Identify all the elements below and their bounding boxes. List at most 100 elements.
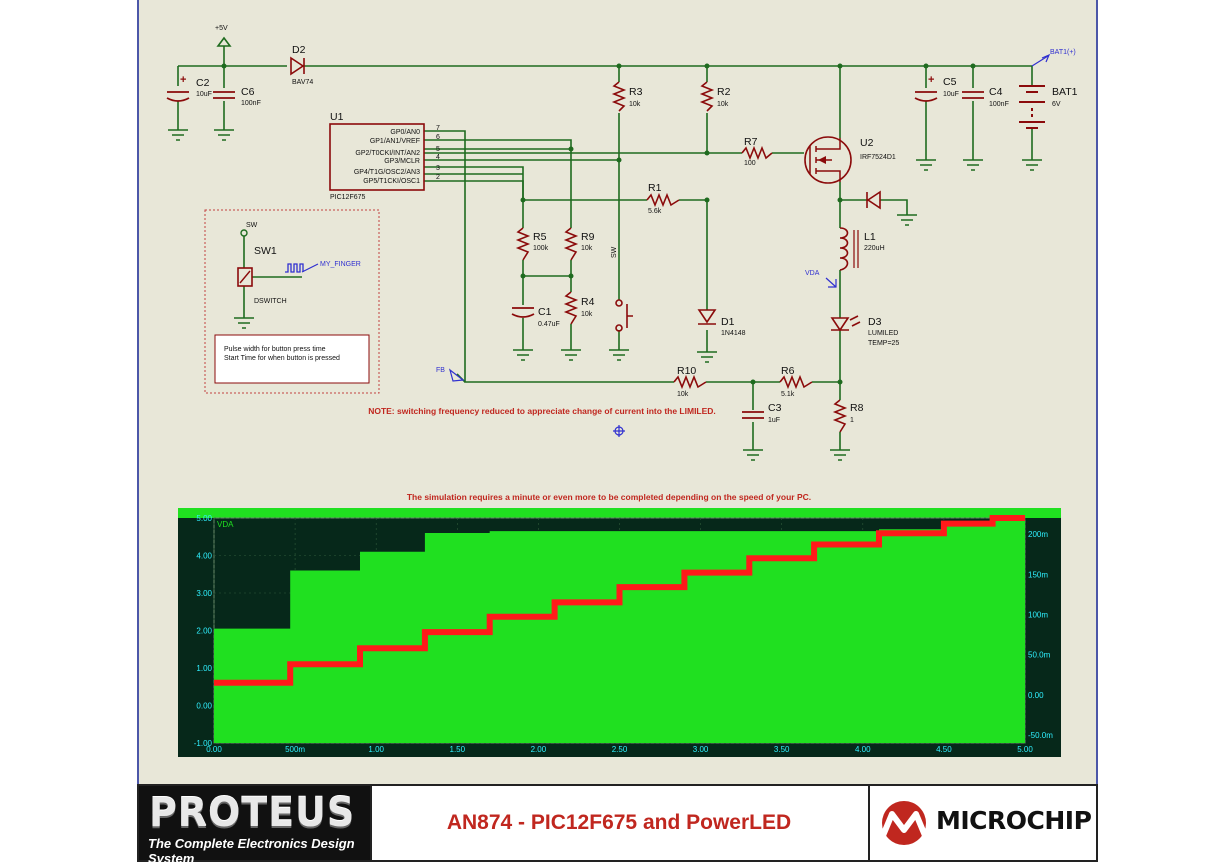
y-right-tick-label: 150m bbox=[1028, 570, 1048, 579]
y-left-tick-label: -1.00 bbox=[194, 739, 213, 748]
x-tick-label: 500m bbox=[285, 745, 305, 754]
d3-value: LUMILED bbox=[868, 330, 898, 337]
x-tick-label: 1.00 bbox=[368, 745, 384, 754]
r9-value: 10k bbox=[581, 245, 593, 252]
graph-trace-label: VDA bbox=[217, 520, 234, 529]
switch-group-border bbox=[204, 209, 380, 394]
x-tick-label: 2.00 bbox=[531, 745, 547, 754]
y-right-tick-label: 100m bbox=[1028, 610, 1048, 619]
c2-value: 10uF bbox=[196, 91, 212, 98]
bat1-ref: BAT1 bbox=[1052, 86, 1078, 98]
graph-band-series bbox=[214, 518, 1025, 743]
fb-probe-arrow bbox=[448, 368, 465, 382]
bat-probe-arrow bbox=[1041, 53, 1051, 63]
x-tick-label: 0.00 bbox=[206, 745, 222, 754]
graph-trace-series bbox=[214, 515, 1025, 686]
d2-value: BAV74 bbox=[292, 79, 313, 86]
switch-note-box bbox=[214, 334, 370, 384]
vcc-label: +5V bbox=[215, 25, 228, 32]
capacitors bbox=[166, 91, 984, 419]
sw1-value: DSWITCH bbox=[254, 298, 287, 305]
finger-probe-line bbox=[301, 263, 319, 273]
r5-ref: R5 bbox=[533, 231, 547, 243]
r6-ref: R6 bbox=[781, 365, 795, 377]
ref-labels: C2 C6 D2 U1 R3 R2 R7 U2 C5 C4 BAT1 R1 R5… bbox=[196, 44, 1078, 414]
probe-labels: BAT1(+) MY_FINGER FB VDA bbox=[320, 49, 1076, 374]
l1-ref: L1 bbox=[864, 231, 876, 243]
d1-ref: D1 bbox=[721, 316, 735, 328]
r7-value: 100 bbox=[744, 160, 756, 167]
d3-ref: D3 bbox=[868, 316, 882, 328]
vda-probe-arrow bbox=[825, 277, 837, 288]
svg-text:+: + bbox=[928, 74, 934, 86]
x-tick-label: 4.50 bbox=[936, 745, 952, 754]
resistors bbox=[515, 81, 848, 433]
junctions bbox=[221, 63, 976, 385]
u1-pin-number: 3 bbox=[436, 165, 440, 172]
u2-value: IRF7524D1 bbox=[860, 154, 896, 161]
r3-ref: R3 bbox=[629, 86, 643, 98]
vda-label: VDA bbox=[805, 270, 820, 277]
ground-symbols bbox=[168, 129, 1042, 461]
r10-ref: R10 bbox=[677, 365, 696, 377]
r1-ref: R1 bbox=[648, 182, 662, 194]
y-right-tick-label: 0.00 bbox=[1028, 691, 1044, 700]
simulation-note: The simulation requires a minute or even… bbox=[407, 492, 811, 502]
c1-value: 0.47uF bbox=[538, 321, 560, 328]
c6-ref: C6 bbox=[241, 86, 255, 98]
y-left-tick-label: 0.00 bbox=[196, 702, 212, 711]
c2-ref: C2 bbox=[196, 77, 210, 89]
y-right-tick-label: 200m bbox=[1028, 530, 1048, 539]
r8-ref: R8 bbox=[850, 402, 864, 414]
y-left-tick-label: 4.00 bbox=[196, 552, 212, 561]
c6-value: 100nF bbox=[241, 100, 261, 107]
c5-ref: C5 bbox=[943, 76, 957, 88]
r6-value: 5.1k bbox=[781, 391, 795, 398]
x-tick-label: 3.00 bbox=[693, 745, 709, 754]
switch-note-line1: Pulse width for button press time bbox=[224, 346, 326, 353]
microchip-emblem-icon bbox=[879, 801, 929, 845]
u1-pin-number: 5 bbox=[436, 146, 440, 153]
origin-marker-icon bbox=[613, 425, 625, 437]
y-right-tick-label: 50.0m bbox=[1028, 651, 1051, 660]
r10-value: 10k bbox=[677, 391, 689, 398]
u1-pin-label: GP3/MCLR bbox=[384, 158, 420, 165]
y-left-tick-label: 3.00 bbox=[196, 589, 212, 598]
u1-pin-number: 2 bbox=[436, 174, 440, 181]
c4-ref: C4 bbox=[989, 86, 1003, 98]
sw-vertical-label: SW bbox=[611, 246, 618, 258]
document-title: AN874 - PIC12F675 and PowerLED bbox=[446, 811, 792, 834]
r4-value: 10k bbox=[581, 311, 593, 318]
u1-pin-number: 7 bbox=[436, 125, 440, 132]
r3-value: 10k bbox=[629, 101, 641, 108]
proteus-wordmark: PROTEUS bbox=[149, 790, 356, 836]
r4-ref: R4 bbox=[581, 296, 595, 308]
r5-value: 100k bbox=[533, 245, 549, 252]
schematic-sheet: + + bbox=[137, 0, 1098, 784]
u1-pin-label: GP2/T0CKI/INT/AN2 bbox=[355, 150, 420, 157]
footer-banner: PROTEUS The Complete Electronics Design … bbox=[137, 784, 1098, 866]
u1-pin-label: GP5/T1CKI/OSC1 bbox=[363, 178, 420, 185]
sw1-ref: SW1 bbox=[254, 245, 277, 257]
r9-ref: R9 bbox=[581, 231, 595, 243]
sw1-switch-body[interactable] bbox=[237, 267, 253, 287]
pulse-generator-icon[interactable] bbox=[285, 263, 304, 273]
u1-pin-label: GP1/AN1/VREF bbox=[370, 138, 420, 145]
u2-ref: U2 bbox=[860, 137, 874, 149]
proteus-logo: PROTEUS The Complete Electronics Design … bbox=[139, 786, 372, 866]
graph-title-bar bbox=[178, 508, 1061, 518]
cap-plus-marks: + + bbox=[180, 74, 934, 86]
u1-chip-body[interactable] bbox=[329, 123, 425, 191]
value-labels: 10uF 100nF BAV74 PIC12F675 10k 10k 100 I… bbox=[196, 25, 1061, 424]
vcc-symbol bbox=[216, 36, 232, 47]
c1-ref: C1 bbox=[538, 306, 552, 318]
r2-value: 10k bbox=[717, 101, 729, 108]
bat-probe-line bbox=[1031, 55, 1049, 67]
sw-terminal bbox=[240, 229, 248, 237]
x-tick-label: 4.00 bbox=[855, 745, 871, 754]
microchip-logo: MICROCHIP bbox=[868, 786, 1098, 860]
y-left-tick-label: 5.00 bbox=[196, 514, 212, 523]
y-left-tick-label: 2.00 bbox=[196, 627, 212, 636]
